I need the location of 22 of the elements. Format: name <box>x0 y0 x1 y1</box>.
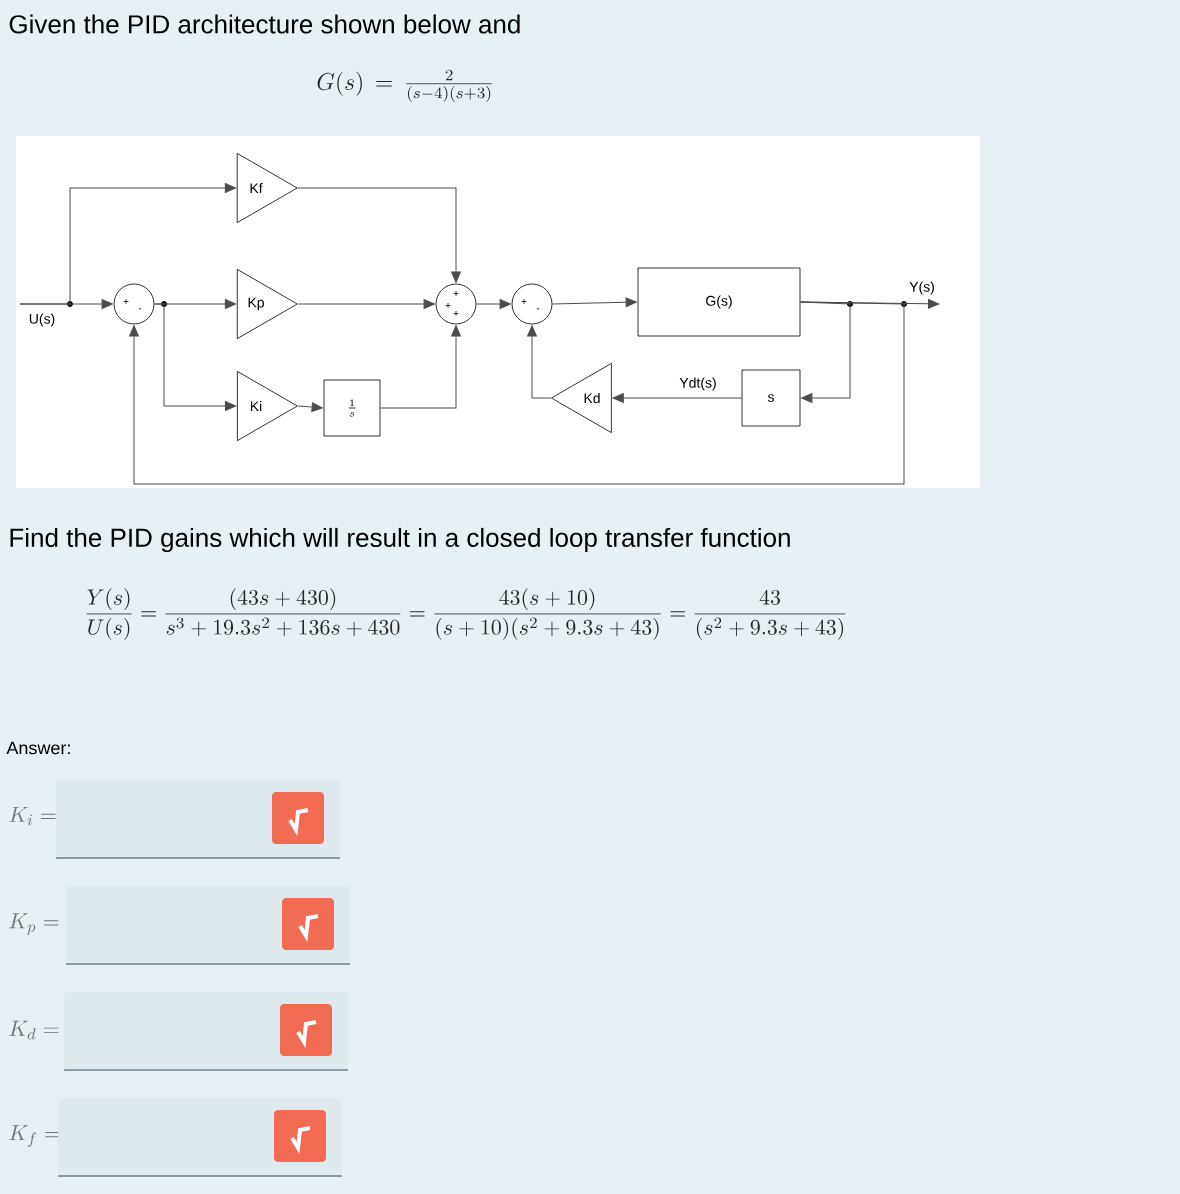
arrow <box>129 301 905 485</box>
answer-label: Answer: <box>6 741 70 755</box>
formula: $K_{p}=$ <box>9 913 59 935</box>
arrow <box>153 303 237 411</box>
arrow <box>19 183 236 305</box>
arrow <box>297 299 435 309</box>
formula: $K_{f}=$ <box>9 1125 60 1147</box>
formula: $G(s)\,=\,\frac{2}{(s-4)(s+3)}$ <box>317 69 492 102</box>
arrow <box>475 299 511 309</box>
block-box: $\frac{1}{s}$ <box>323 379 381 437</box>
formula: $K_{i}=$ <box>9 806 56 826</box>
instruction-text: Given the PID architecture shown below and <box>9 14 520 34</box>
arrow <box>551 297 637 308</box>
arrow <box>612 393 743 403</box>
arrow <box>799 301 851 403</box>
formula: $K_{d}=$ <box>9 1020 59 1040</box>
arrow <box>379 325 461 409</box>
arrow <box>297 402 323 412</box>
arrow <box>527 325 552 399</box>
arrow <box>297 187 461 283</box>
formula: $\frac{Y(s)}{U(s)}=\frac{(43s+430)}{s^{3}+19.3s^{2}+136s+430}=\frac{43(s+10)}{(s+10)(s^{2}+9.3s+43)}=\frac{43}{(s^{2}+9.3s+43)}$ <box>86 588 846 640</box>
instruction-text: Find the PID gains which will result in a closed loop transfer function <box>10 527 790 553</box>
